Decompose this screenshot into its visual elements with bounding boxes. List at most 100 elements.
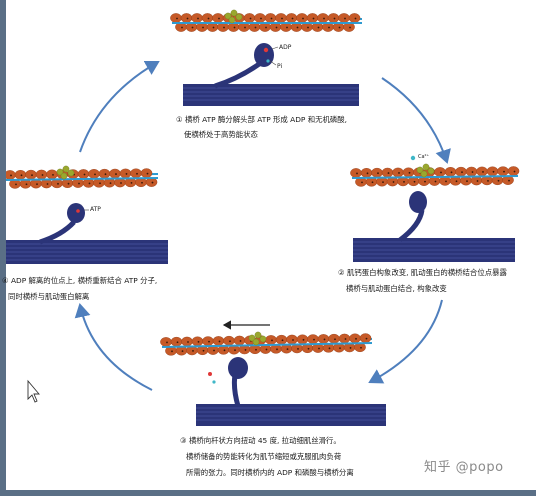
actin-binding-site bbox=[136, 172, 138, 175]
actin-monomer bbox=[338, 333, 351, 344]
troponin bbox=[420, 170, 428, 178]
actin-binding-site bbox=[213, 349, 215, 352]
actin-binding-site bbox=[83, 173, 86, 176]
actin-binding-site bbox=[302, 338, 305, 341]
thick-filament bbox=[196, 404, 386, 426]
actin-monomer bbox=[285, 13, 298, 23]
troponin bbox=[254, 331, 262, 339]
adp-molecule bbox=[263, 47, 269, 53]
actin-binding-site bbox=[254, 26, 257, 29]
actin-binding-site bbox=[482, 171, 484, 173]
cycle-arrow-top-right bbox=[381, 77, 451, 164]
cycle-arrow-bottom-left bbox=[74, 303, 153, 391]
actin-binding-site bbox=[181, 26, 183, 29]
actin-binding-site bbox=[115, 173, 117, 175]
actin-monomer bbox=[140, 168, 153, 178]
actin-monomer bbox=[170, 336, 183, 347]
actin-binding-site bbox=[197, 340, 200, 343]
actin-binding-site bbox=[333, 17, 336, 20]
actin-monomer bbox=[180, 13, 193, 23]
actin-binding-site bbox=[191, 26, 194, 29]
actin-binding-site bbox=[57, 182, 59, 185]
actin-binding-site bbox=[10, 174, 12, 177]
actin-binding-site bbox=[166, 341, 168, 344]
pi-label: Pi bbox=[277, 63, 283, 70]
thin-filament bbox=[170, 9, 362, 32]
troponin bbox=[252, 338, 260, 346]
actin-binding-site bbox=[292, 339, 294, 341]
actin-binding-site bbox=[218, 340, 221, 343]
actin-monomer bbox=[233, 335, 246, 346]
actin-binding-site bbox=[265, 26, 267, 29]
actin-binding-site bbox=[328, 26, 330, 29]
pi-molecule bbox=[266, 59, 270, 63]
actin-binding-site bbox=[349, 26, 351, 29]
actin-monomer bbox=[392, 167, 404, 178]
troponin bbox=[259, 335, 267, 343]
actin-binding-site bbox=[297, 348, 299, 350]
actin-binding-site bbox=[281, 17, 283, 20]
actin-binding-site bbox=[109, 182, 112, 185]
actin-monomer bbox=[317, 13, 329, 23]
actin-binding-site bbox=[78, 182, 80, 185]
actin-binding-site bbox=[508, 179, 510, 182]
actin-binding-site bbox=[349, 347, 352, 349]
actin-binding-site bbox=[36, 183, 38, 186]
actin-binding-site bbox=[104, 173, 107, 176]
thin-filament bbox=[4, 165, 159, 189]
actin-monomer bbox=[286, 334, 298, 345]
actin-binding-site bbox=[413, 180, 416, 183]
myosin-head bbox=[67, 203, 85, 223]
step3-caption-line3: 所需的张力。同时横桥内的 ADP 和磷酸与横桥分离 bbox=[186, 468, 354, 477]
actin-binding-site bbox=[487, 179, 489, 182]
actin-monomer bbox=[212, 13, 224, 23]
myosin-head bbox=[254, 43, 274, 67]
actin-binding-site bbox=[513, 170, 516, 173]
calcium-ion bbox=[410, 155, 416, 161]
actin-binding-site bbox=[361, 181, 363, 184]
actin-binding-site bbox=[355, 337, 357, 340]
actin-binding-site bbox=[471, 171, 474, 173]
actin-binding-site bbox=[197, 17, 199, 20]
cycle-arrow-left-top bbox=[79, 60, 160, 153]
actin-binding-site bbox=[408, 171, 411, 174]
actin-binding-site bbox=[317, 26, 320, 29]
actin-binding-site bbox=[229, 340, 231, 343]
actin-binding-site bbox=[323, 338, 326, 341]
actin-monomer bbox=[25, 169, 37, 180]
actin-binding-site bbox=[276, 348, 278, 351]
troponin bbox=[67, 169, 75, 177]
bottom-edge-bar bbox=[0, 490, 536, 496]
actin-binding-site bbox=[94, 173, 96, 176]
actin-binding-site bbox=[171, 350, 173, 353]
actin-binding-site bbox=[392, 181, 395, 183]
actin-binding-site bbox=[323, 17, 325, 20]
left-edge-bar bbox=[0, 0, 6, 496]
panel-2 bbox=[350, 155, 520, 262]
actin-monomer bbox=[486, 166, 499, 177]
actin-monomer bbox=[275, 334, 288, 345]
actin-monomer bbox=[265, 335, 277, 345]
actin-binding-site bbox=[244, 26, 246, 29]
step2-caption-line1: ② 肌钙蛋白构象改变, 肌动蛋白的横桥结合位点暴露 bbox=[338, 268, 507, 277]
actin-monomer bbox=[202, 336, 214, 346]
troponin bbox=[224, 12, 232, 20]
actin-monomer bbox=[350, 168, 362, 178]
actin-binding-site bbox=[281, 339, 284, 342]
actin-binding-site bbox=[313, 338, 315, 341]
actin-monomer bbox=[14, 170, 27, 180]
actin-monomer bbox=[191, 336, 204, 347]
actin-binding-site bbox=[302, 17, 304, 20]
step3-caption-line1: ③ 横桥向杆状方向扭动 45 度, 拉动细肌丝滑行。 bbox=[180, 436, 341, 445]
actin-monomer bbox=[328, 333, 340, 344]
actin-binding-site bbox=[255, 348, 257, 351]
actin-monomer bbox=[507, 166, 520, 176]
actin-binding-site bbox=[318, 347, 320, 350]
actin-monomer bbox=[296, 13, 308, 23]
actin-monomer bbox=[98, 168, 111, 179]
actin-monomer bbox=[327, 13, 340, 23]
actin-binding-site bbox=[141, 181, 143, 184]
actin-monomer bbox=[306, 13, 319, 23]
actin-binding-site bbox=[186, 17, 189, 20]
